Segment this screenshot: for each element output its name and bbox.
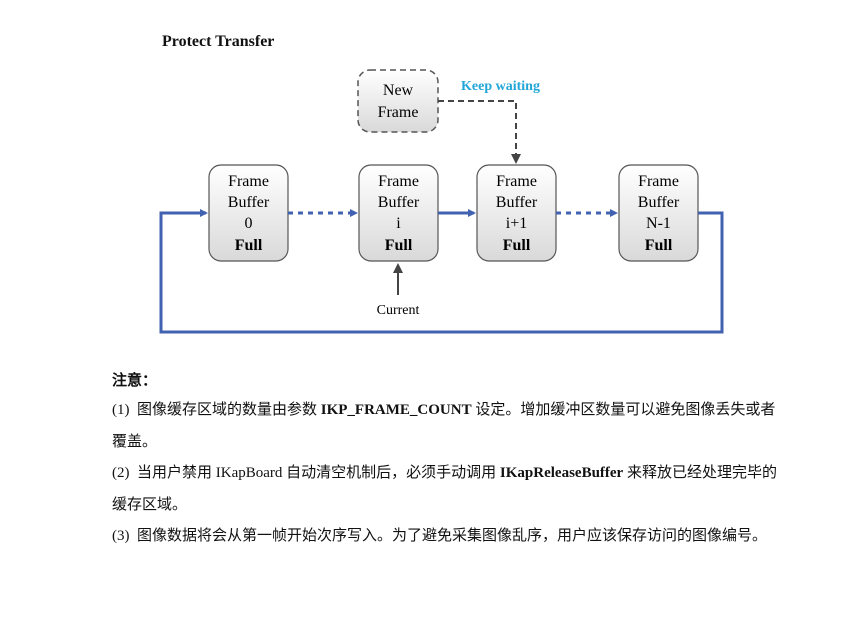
loop-back-arrow xyxy=(159,209,724,334)
new-frame-line-2: Frame xyxy=(378,104,419,121)
buffer-i-line-3: i xyxy=(396,215,401,232)
buffer-n1-line-1: Frame xyxy=(638,173,679,190)
buffer-i1-line-2: Buffer xyxy=(496,194,538,211)
buffer-n1-line-3: N-1 xyxy=(646,215,671,232)
buffer-i-status: Full xyxy=(385,237,413,254)
keep-waiting-label: Keep waiting xyxy=(461,79,540,94)
note-text: 图像缓存区域的数量由参数 xyxy=(137,402,321,418)
note-item: (2) 当用户禁用 IKapBoard 自动清空机制后，必须手动调用 IKapR… xyxy=(112,457,782,521)
new-frame-line-1: New xyxy=(383,82,414,99)
note-item: (3) 图像数据将会从第一帧开始次序写入。为了避免采集图像乱序，用户应该保存访问… xyxy=(112,520,782,552)
frame-buffer-i: Frame Buffer i Full xyxy=(358,164,439,262)
buffer-0-line-3: 0 xyxy=(245,215,253,232)
notes-heading: 注意： xyxy=(112,373,158,389)
buffer-0-status: Full xyxy=(235,237,263,254)
buffer-0-line-2: Buffer xyxy=(228,194,270,211)
diagram-title: Protect Transfer xyxy=(162,33,275,50)
note-number: (1) xyxy=(112,402,130,418)
buffer-i1-line-1: Frame xyxy=(496,173,537,190)
note-text-tail: 设定。增加缓冲区数量可以避免图像丢失或者覆盖。 xyxy=(112,402,776,450)
keep-waiting-connector xyxy=(438,100,521,164)
note-text: 图像数据将会从第一帧开始次序写入。为了避免采集图像乱序，用户应该保存访问的图像编… xyxy=(137,528,768,544)
protect-transfer-diagram: New Frame Keep waiting Frame Buffer 0 Fu… xyxy=(159,69,724,334)
buffer-i1-line-3: i+1 xyxy=(506,215,527,232)
buffer-n1-line-2: Buffer xyxy=(638,194,680,211)
new-frame-box: New Frame xyxy=(357,69,439,133)
buffer-0-line-1: Frame xyxy=(228,173,269,190)
note-number: (3) xyxy=(112,528,130,544)
note-number: (2) xyxy=(112,465,130,481)
note-text-tail: 来释放已经处理完毕的缓存区域。 xyxy=(112,465,777,513)
frame-buffer-i-plus-1: Frame Buffer i+1 Full xyxy=(476,164,557,262)
note-function: IKapReleaseBuffer xyxy=(499,465,624,481)
frame-buffer-0: Frame Buffer 0 Full xyxy=(208,164,289,262)
buffer-i-line-1: Frame xyxy=(378,173,419,190)
note-param: IKP_FRAME_COUNT xyxy=(320,402,472,418)
current-label: Current xyxy=(377,303,420,318)
note-item: (1) 图像缓存区域的数量由参数 IKP_FRAME_COUNT 设定。增加缓冲… xyxy=(112,394,782,458)
buffer-i1-status: Full xyxy=(503,237,531,254)
buffer-i-line-2: Buffer xyxy=(378,194,420,211)
buffer-n1-status: Full xyxy=(645,237,673,254)
frame-buffer-n-minus-1: Frame Buffer N-1 Full xyxy=(618,164,699,262)
note-text: 当用户禁用 IKapBoard 自动清空机制后，必须手动调用 xyxy=(137,465,500,481)
